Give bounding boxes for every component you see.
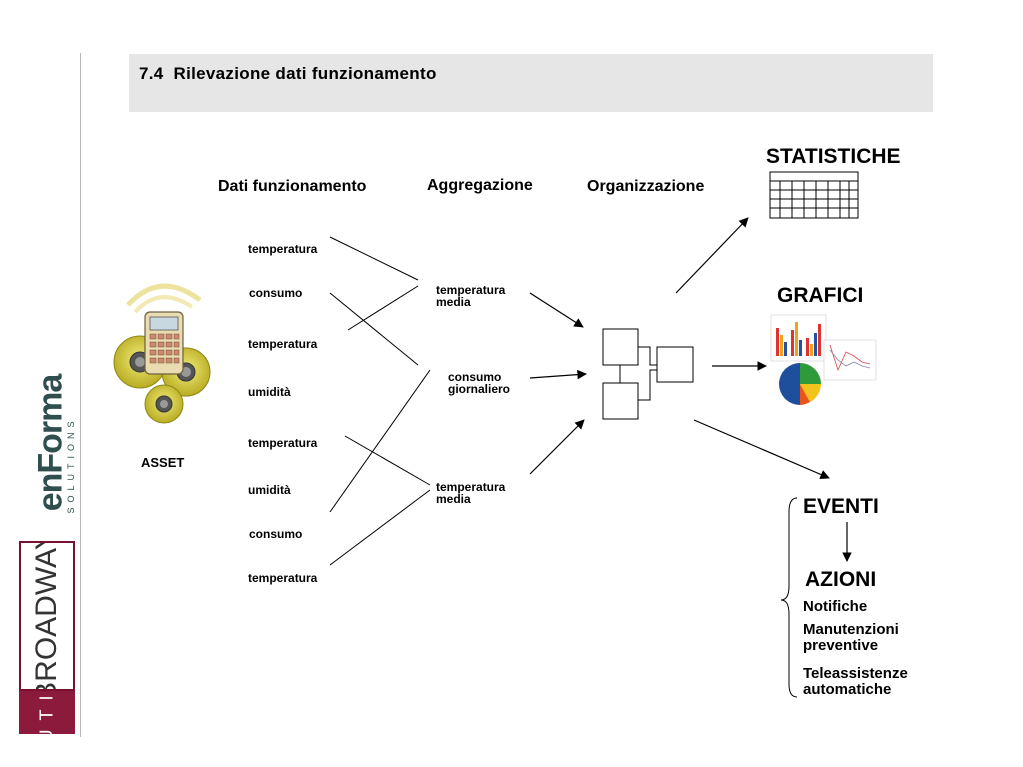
- broadway-logo: BROADWAY SOLUTIONS: [19, 541, 75, 734]
- aggregation-lines: [329, 236, 431, 566]
- section-number: 7.4: [139, 64, 164, 83]
- dati-item: consumo: [249, 527, 303, 541]
- arrow-agg1-to-org: [529, 292, 584, 328]
- dati-item: temperatura: [248, 242, 318, 256]
- output-arrows: [675, 217, 852, 562]
- action-manutenzioni: Manutenzioni preventive: [803, 621, 899, 654]
- aggregate-temperatura-media: temperatura media: [436, 283, 506, 309]
- dati-item: temperatura: [248, 436, 318, 450]
- spreadsheet-icon: [769, 171, 859, 219]
- action-notifiche: Notifiche: [803, 598, 868, 615]
- org-box-3: [656, 346, 694, 383]
- organization-structure: [602, 328, 694, 420]
- line-umidita2-to-agg2: [329, 369, 431, 513]
- left-divider: [80, 53, 81, 737]
- organization-arrows: [529, 292, 587, 475]
- output-azioni: AZIONI: [805, 568, 877, 591]
- line-consumo1-to-agg2: [329, 292, 419, 366]
- output-statistiche: STATISTICHE: [766, 145, 901, 168]
- dati-item: temperatura: [248, 571, 318, 585]
- arrow-agg3-to-org: [529, 419, 585, 475]
- title-bar: [129, 54, 933, 112]
- aggregate-consumo-giornaliero: consumo giornaliero: [448, 370, 511, 396]
- column-organizzazione-heading: Organizzazione: [587, 178, 705, 195]
- line-temp4-to-agg3: [329, 489, 431, 566]
- asset-label: ASSET: [141, 455, 185, 470]
- dati-item: umidità: [248, 385, 291, 399]
- org-box-1: [602, 328, 639, 366]
- output-grafici: GRAFICI: [777, 284, 864, 307]
- charts-icon: [770, 314, 877, 405]
- arrow-agg2-to-org: [529, 369, 587, 380]
- section-title: Rilevazione dati funzionamento: [173, 64, 437, 83]
- output-eventi: EVENTI: [803, 495, 879, 518]
- events-brace: [780, 497, 798, 698]
- line-temp2-to-agg1: [347, 285, 419, 331]
- column-aggregazione-heading: Aggregazione: [427, 177, 533, 194]
- org-box-2: [602, 382, 639, 420]
- dati-item: umidità: [248, 483, 291, 497]
- line-temp3-to-agg3: [344, 435, 431, 486]
- line-temp1-to-agg1: [329, 236, 419, 281]
- arrow-to-eventi: [693, 419, 830, 479]
- dati-item: consumo: [249, 286, 303, 300]
- asset-gear-device-icon: [113, 283, 211, 424]
- column-dati-heading: Dati funzionamento: [218, 178, 367, 195]
- dati-item: temperatura: [248, 337, 318, 351]
- action-teleassistenze: Teleassistenze automatiche: [803, 665, 908, 698]
- aggregate-temperatura-media-2: temperatura media: [436, 480, 506, 506]
- page-title: 7.4 Rilevazione dati funzionamento: [139, 64, 437, 84]
- arrow-to-statistiche: [675, 217, 749, 294]
